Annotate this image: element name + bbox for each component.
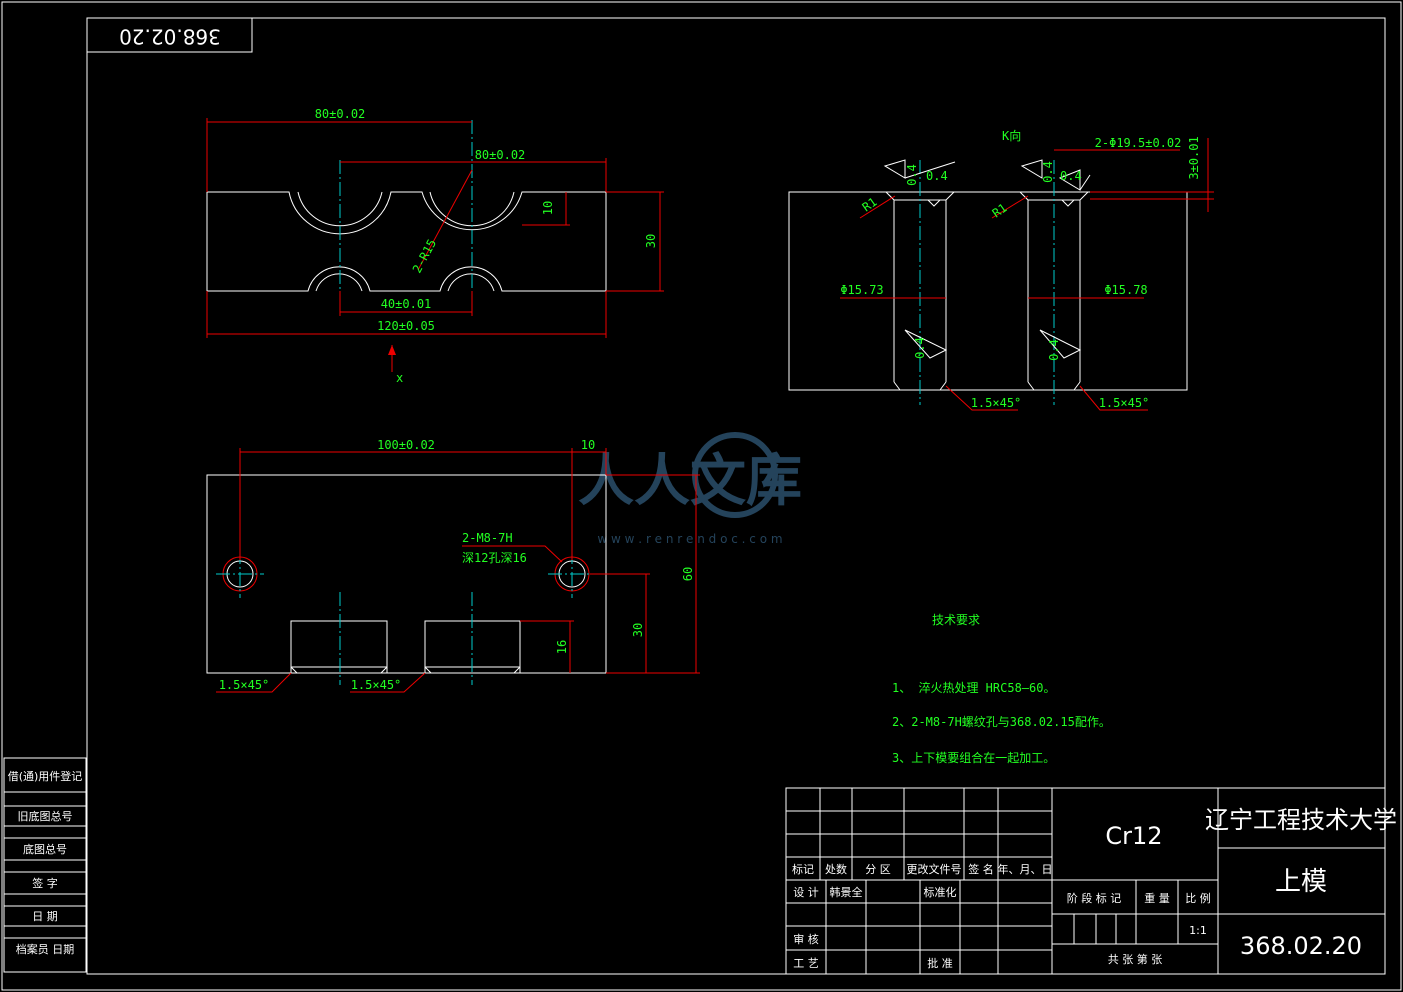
svg-text:年、月、日: 年、月、日: [998, 862, 1053, 876]
svg-text:R1: R1: [990, 201, 1010, 221]
svg-text:10: 10: [581, 438, 595, 452]
svg-text:0.4: 0.4: [926, 169, 948, 183]
svg-text:100±0.02: 100±0.02: [377, 438, 435, 452]
svg-text:分 区: 分 区: [865, 863, 891, 876]
svg-text:设 计: 设 计: [793, 886, 819, 899]
svg-text:2-R15: 2-R15: [410, 237, 439, 275]
inner-border: [86, 17, 1386, 975]
svg-text:16: 16: [555, 640, 569, 654]
svg-text:标记: 标记: [792, 862, 814, 876]
svg-text:0.4: 0.4: [1047, 339, 1061, 361]
svg-text:0.4: 0.4: [905, 164, 919, 186]
side-table: 借(通)用件登记 旧底图总号 底图总号 签 字 日 期 档案员 日期: [3, 757, 87, 973]
k-view: K向 2-Φ19.5±0.02 3±0.01 0.4 0.4 0.4 0.4 R…: [788, 128, 1214, 411]
svg-text:日 期: 日 期: [32, 910, 58, 923]
svg-text:80±0.02: 80±0.02: [475, 148, 526, 162]
svg-text:人人文库: 人人文库: [578, 449, 802, 514]
svg-text:3、上下模要组合在一起加工。: 3、上下模要组合在一起加工。: [892, 750, 1055, 765]
svg-text:标准化: 标准化: [924, 885, 957, 899]
svg-text:0.4: 0.4: [1041, 161, 1055, 183]
svg-text:30: 30: [631, 623, 645, 637]
front-view: 100±0.02 10 2-M8-7H 深12孔深16 60 30 16 1.5…: [206, 438, 700, 693]
svg-text:1.5×45°: 1.5×45°: [971, 396, 1022, 410]
top-view: 80±0.02 80±0.02 10 30 2-R15 40±0.01 120±…: [206, 107, 664, 385]
svg-text:Φ15.78: Φ15.78: [1104, 283, 1147, 297]
svg-text:Φ15.73: Φ15.73: [840, 283, 883, 297]
drawing-number-rotated: 368.02.20: [119, 25, 221, 49]
svg-text:重 量: 重 量: [1144, 891, 1170, 905]
svg-text:w w w . r e n r e n d o c . c: w w w . r e n r e n d o c . c o m: [597, 532, 782, 546]
svg-text:Cr12: Cr12: [1105, 822, 1162, 850]
svg-text:技术要求: 技术要求: [932, 613, 980, 627]
svg-text:2、2-M8-7H螺纹孔与368.02.15配作。: 2、2-M8-7H螺纹孔与368.02.15配作。: [892, 715, 1111, 729]
svg-text:签 字: 签 字: [32, 876, 58, 890]
svg-text:深12孔深16: 深12孔深16: [462, 551, 527, 565]
svg-text:2-M8-7H: 2-M8-7H: [462, 531, 513, 545]
svg-text:120±0.05: 120±0.05: [377, 319, 435, 333]
svg-text:1:1: 1:1: [1189, 924, 1207, 937]
svg-text:工 艺: 工 艺: [793, 957, 819, 970]
svg-text:批 准: 批 准: [927, 956, 953, 970]
watermark: 人人文库 w w w . r e n r e n d o c . c o m: [578, 432, 802, 546]
svg-text:2-Φ19.5±0.02: 2-Φ19.5±0.02: [1095, 136, 1182, 150]
svg-text:旧底图总号: 旧底图总号: [18, 809, 73, 823]
technical-requirements: 技术要求 1、 淬火热处理 HRC58—60。 2、2-M8-7H螺纹孔与368…: [892, 613, 1111, 765]
svg-text:K向: K向: [1002, 128, 1021, 143]
svg-text:368.02.20: 368.02.20: [1240, 932, 1362, 960]
svg-text:0.4: 0.4: [1060, 169, 1082, 183]
svg-text:档案员 日期: 档案员 日期: [16, 942, 75, 956]
svg-text:80±0.02: 80±0.02: [315, 107, 366, 121]
svg-text:借(通)用件登记: 借(通)用件登记: [8, 769, 83, 783]
svg-text:1.5×45°: 1.5×45°: [219, 678, 270, 692]
svg-text:0.4: 0.4: [913, 337, 927, 359]
svg-text:10: 10: [541, 201, 555, 215]
svg-text:共 张 第 张: 共 张 第 张: [1108, 952, 1163, 966]
svg-text:辽宁工程技术大学: 辽宁工程技术大学: [1205, 806, 1397, 834]
svg-text:R1: R1: [860, 195, 880, 215]
svg-text:60: 60: [681, 567, 695, 581]
svg-text:阶 段 标 记: 阶 段 标 记: [1067, 891, 1122, 905]
svg-text:审 核: 审 核: [793, 932, 819, 946]
title-block: Cr12 辽宁工程技术大学 上模 368.02.20 标记 处数 分 区 更改文…: [785, 787, 1397, 975]
svg-text:1.5×45°: 1.5×45°: [351, 678, 402, 692]
svg-text:处数: 处数: [825, 863, 847, 876]
svg-text:签 名: 签 名: [968, 862, 994, 876]
svg-text:更改文件号: 更改文件号: [907, 862, 962, 876]
svg-text:40±0.01: 40±0.01: [381, 297, 432, 311]
svg-text:3±0.01: 3±0.01: [1187, 136, 1201, 179]
svg-text:上模: 上模: [1275, 867, 1327, 897]
svg-text:1.5×45°: 1.5×45°: [1099, 396, 1150, 410]
svg-text:比 例: 比 例: [1185, 891, 1211, 905]
svg-text:30: 30: [644, 234, 658, 248]
svg-text:底图总号: 底图总号: [23, 842, 67, 856]
svg-text:1、 淬火热处理 HRC58—60。: 1、 淬火热处理 HRC58—60。: [892, 680, 1055, 695]
svg-text:韩景全: 韩景全: [830, 885, 863, 899]
svg-text:x: x: [396, 371, 403, 385]
drawing-number-box: [86, 17, 253, 53]
